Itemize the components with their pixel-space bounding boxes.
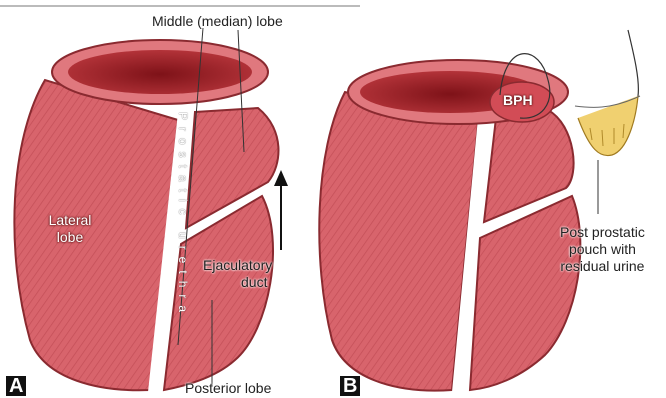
lateral-lobe-label: Lateral lobe: [30, 212, 110, 246]
lateral-lobe-label-line2: lobe: [30, 229, 110, 246]
panel-a-letter: A: [6, 376, 26, 396]
pouch-label-line2: pouch with: [560, 241, 645, 258]
pouch-label-line3: residual urine: [560, 258, 645, 275]
panel-b-prostate: [319, 54, 580, 392]
posterior-lobe-label: Posterior lobe: [185, 380, 271, 397]
ejaculatory-duct-label-line1: Ejaculatory: [203, 257, 272, 274]
bph-label: BPH: [503, 92, 533, 109]
panel-b-letter: B: [340, 376, 360, 396]
lateral-lobe-b: [319, 92, 478, 391]
pouch-label: Post prostatic pouch with residual urine: [560, 224, 645, 275]
middle-lobe-label: Middle (median) lobe: [152, 13, 283, 30]
pouch-label-line1: Post prostatic: [560, 224, 645, 241]
ejaculatory-duct-label-line2: duct: [203, 274, 272, 291]
ejaculatory-duct-label: Ejaculatory duct: [203, 257, 272, 291]
ejaculatory-arrow-head: [274, 170, 288, 186]
bladder-neck-opening: [68, 50, 252, 94]
post-prostatic-pouch: [575, 30, 640, 156]
lateral-lobe-label-line1: Lateral: [30, 212, 110, 229]
prostatic-urethra-label: Prostatic urethra: [176, 112, 190, 382]
